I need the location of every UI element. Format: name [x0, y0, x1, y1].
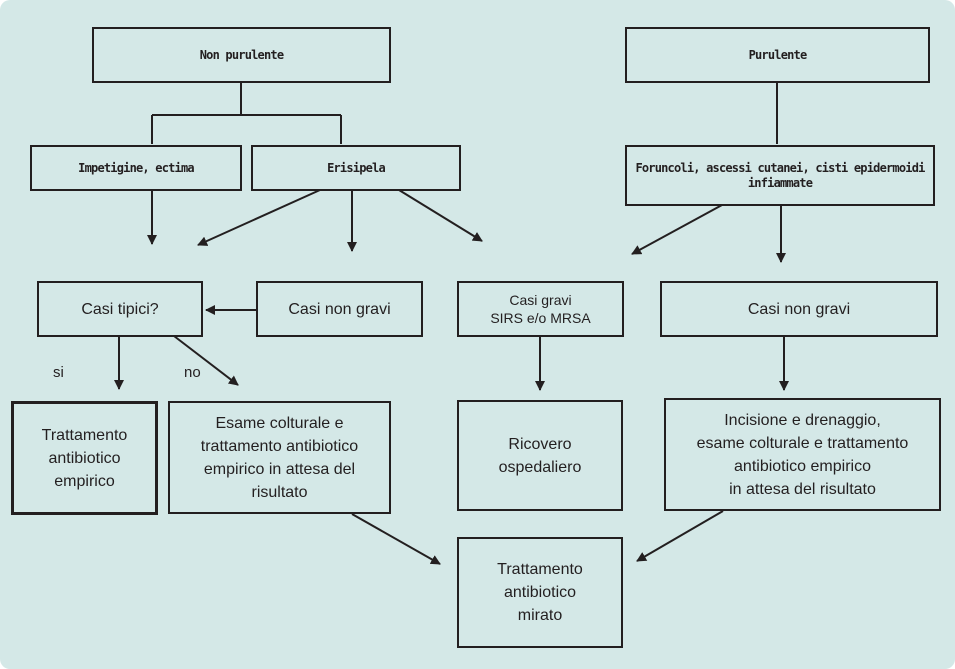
- arrow-no: [173, 335, 239, 386]
- node-casi-tipici: Casi tipici?: [37, 281, 203, 337]
- arrow-foruncoli-left: [631, 204, 723, 255]
- arrow-esame-to-mirato: [351, 513, 441, 565]
- node-ricovero: Ricovero ospedaliero: [457, 400, 623, 511]
- label-no: no: [184, 364, 201, 381]
- node-incisione: Incisione e drenaggio, esame colturale e…: [664, 398, 941, 511]
- node-purulente: Purulente: [625, 27, 930, 83]
- split-connector: [151, 82, 342, 144]
- node-foruncoli: Foruncoli, ascessi cutanei, cisti epider…: [625, 145, 935, 206]
- label-si: si: [53, 364, 64, 381]
- arrow-erisipela-right: [398, 189, 483, 242]
- node-impetigine: Impetigine, ectima: [30, 145, 242, 191]
- node-casi-gravi: Casi gravi SIRS e/o MRSA: [457, 281, 624, 337]
- node-trattamento-empirico: Trattamento antibiotico empirico: [11, 401, 158, 515]
- arrow-erisipela-left: [197, 189, 321, 246]
- arrow-incisione-to-mirato: [636, 510, 724, 562]
- node-casi-non-gravi-right: Casi non gravi: [660, 281, 938, 337]
- node-casi-non-gravi-left: Casi non gravi: [256, 281, 423, 337]
- node-non-purulente: Non purulente: [92, 27, 391, 83]
- node-erisipela: Erisipela: [251, 145, 461, 191]
- node-trattamento-mirato: Trattamento antibiotico mirato: [457, 537, 623, 648]
- node-esame-colturale: Esame colturale e trattamento antibiotic…: [168, 401, 391, 514]
